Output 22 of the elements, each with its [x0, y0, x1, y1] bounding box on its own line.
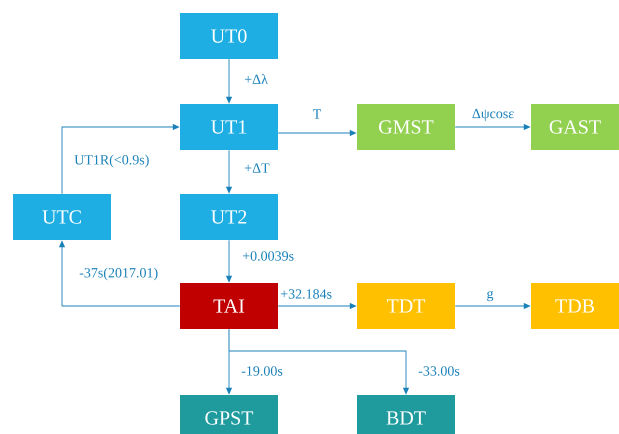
edge-label: T: [312, 109, 322, 119]
edge-label: -33.00s: [418, 366, 460, 376]
time-scale-box: TAI: [180, 283, 278, 329]
time-scale-box: TDB: [531, 283, 619, 329]
edge-label: g: [487, 290, 494, 302]
edge-label: -37s(2017.01): [80, 268, 158, 280]
edge-label: +Δλ: [244, 74, 268, 84]
time-scale-box: UT1: [180, 104, 278, 150]
edge-label: Δψcosε: [472, 108, 514, 122]
edge-label: +32.184s: [280, 289, 332, 299]
edge-label: +ΔT: [244, 163, 270, 173]
edge-label: UT1R(<0.9s): [74, 154, 149, 168]
time-scale-box: TDT: [357, 283, 455, 329]
time-scale-box: UT2: [180, 194, 278, 240]
time-scale-box: UTC: [13, 194, 111, 240]
time-scale-box: UT0: [180, 13, 278, 59]
time-scale-box: GPST: [180, 395, 278, 434]
edge-label: -19.00s: [242, 366, 282, 376]
edge-label: +0.0039s: [242, 251, 294, 261]
time-scale-box: BDT: [357, 395, 455, 434]
time-scale-box: GAST: [531, 104, 619, 150]
time-scale-box: GMST: [357, 104, 455, 150]
